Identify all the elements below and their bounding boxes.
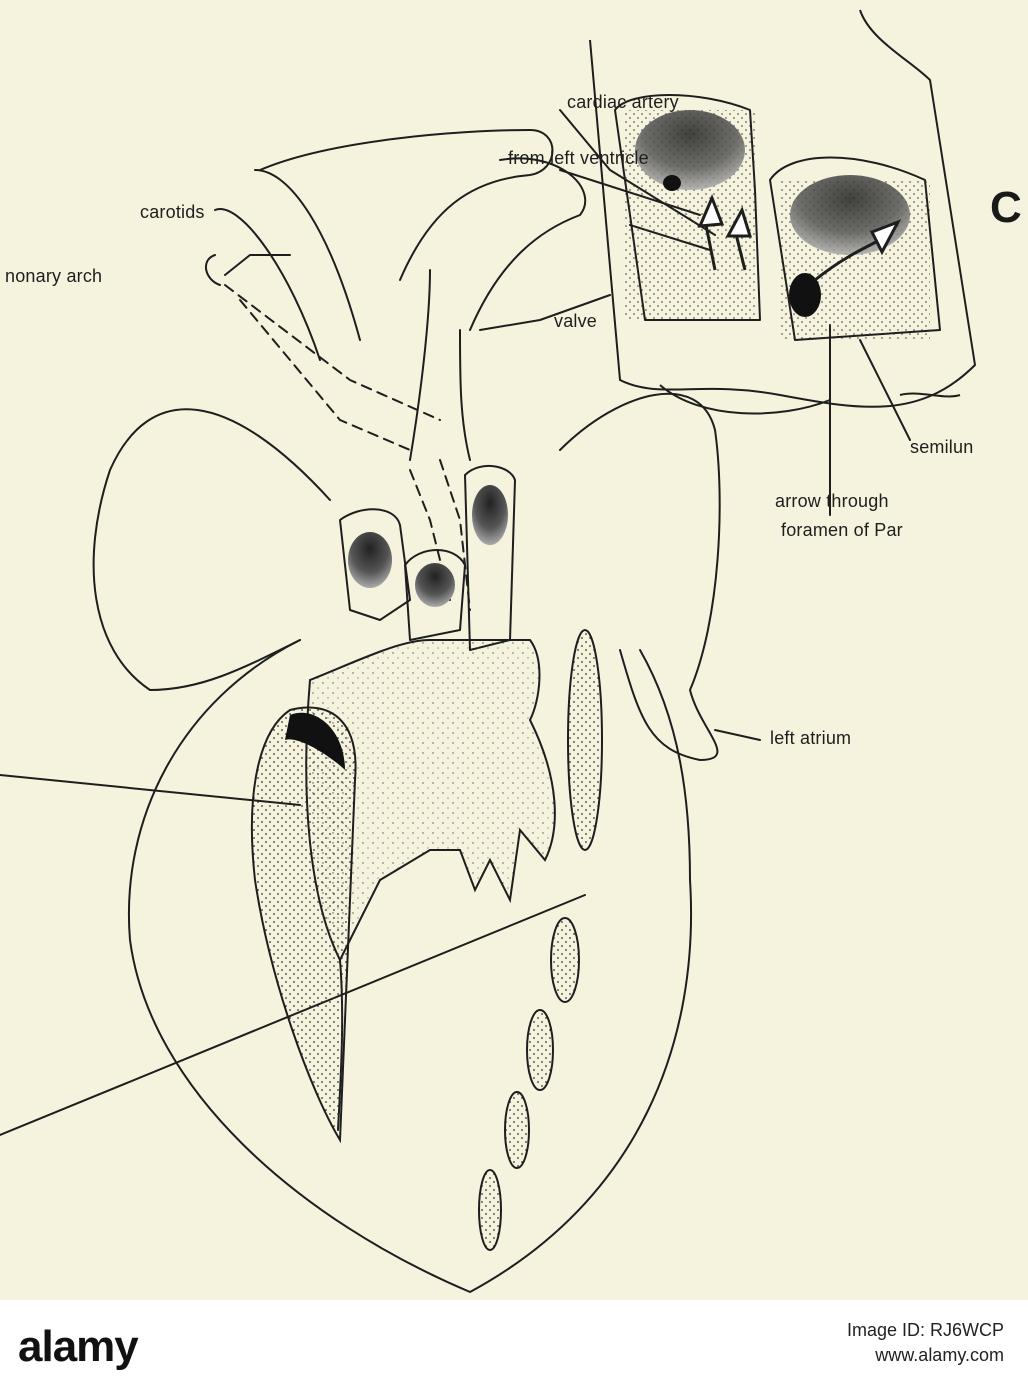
right-atrium-outline bbox=[92, 408, 331, 691]
heart-outline bbox=[128, 639, 692, 1293]
image-info: Image ID: RJ6WCP www.alamy.com bbox=[847, 1318, 1004, 1368]
right-ventricle-shade bbox=[250, 706, 357, 1144]
panel-letter: C bbox=[990, 183, 1022, 232]
label-from-left-ventricle: from left ventricle bbox=[508, 148, 649, 168]
brand-logo: alamy bbox=[18, 1322, 139, 1371]
label-pulmonary-arch: nonary arch bbox=[5, 266, 103, 286]
label-valve: valve bbox=[554, 311, 598, 331]
label-carotids: carotids bbox=[140, 202, 205, 222]
label-arrow-through: arrow through bbox=[775, 491, 889, 511]
site-url: www.alamy.com bbox=[875, 1345, 1004, 1366]
label-left-atrium: left atrium bbox=[770, 728, 852, 748]
inset-outline bbox=[589, 9, 976, 408]
watermark-footer: alamy Image ID: RJ6WCP www.alamy.com bbox=[0, 1300, 1028, 1390]
image-id: Image ID: RJ6WCP bbox=[846, 1320, 1004, 1340]
heart-diagram: cardiac artery from left ventricle carot… bbox=[0, 9, 1022, 1293]
label-foramen: foramen of Par bbox=[781, 520, 903, 540]
label-semilunar: semilun bbox=[910, 437, 974, 457]
left-atrium-outline bbox=[559, 392, 721, 761]
heart-illustration bbox=[0, 9, 976, 1293]
label-cardiac-artery: cardiac artery bbox=[567, 92, 679, 112]
